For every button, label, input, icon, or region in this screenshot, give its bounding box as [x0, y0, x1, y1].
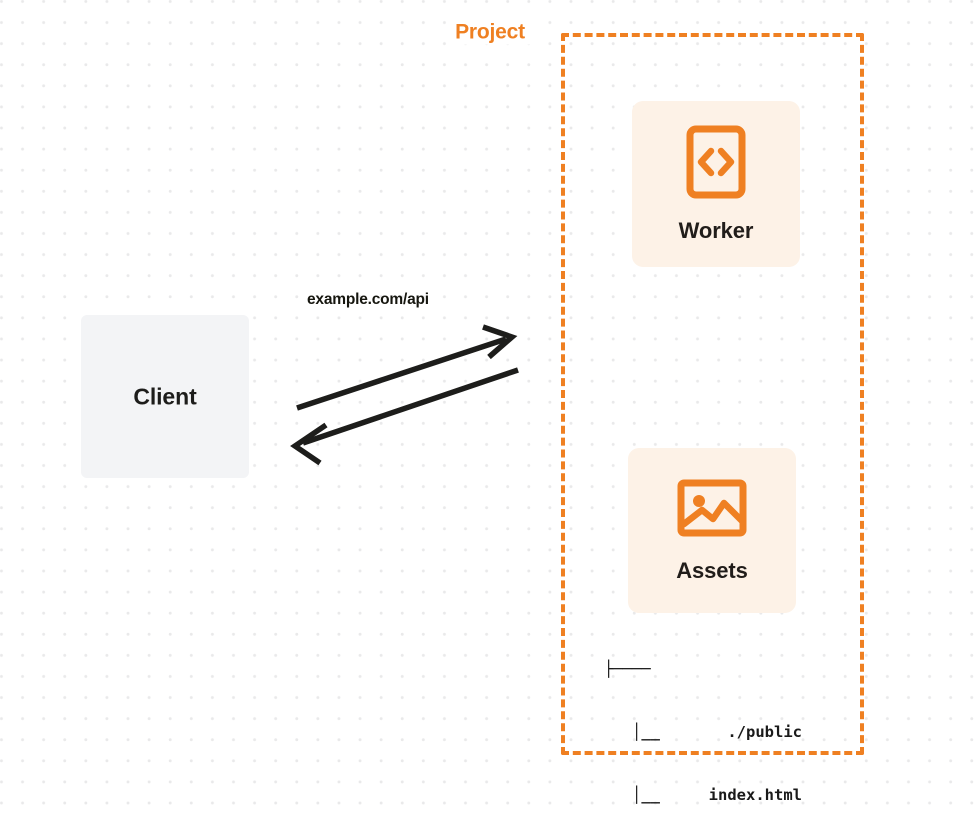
tree-branch-file-1: │__	[604, 723, 660, 741]
node-assets-label: Assets	[676, 558, 748, 583]
node-worker-label: Worker	[678, 217, 754, 243]
node-client[interactable]: Client	[81, 315, 249, 478]
tree-row-root: ├──── ./public	[604, 659, 804, 741]
tree-branch-root: ├────	[604, 660, 651, 678]
arrow-response	[290, 367, 519, 466]
image-icon	[677, 477, 747, 544]
edge-label-api: example.com/api	[307, 291, 429, 308]
code-brackets-icon	[686, 125, 746, 204]
project-container	[561, 33, 864, 755]
arrow-request	[296, 324, 518, 411]
node-worker[interactable]: Worker	[632, 101, 800, 267]
tree-row-file: │__ blog.html	[604, 785, 804, 806]
assets-file-tree: ├──── ./public │__ index.html │__ blog.h…	[604, 617, 804, 818]
tree-row-file: │__ index.html	[604, 722, 804, 804]
tree-root-label: ./public	[727, 723, 802, 741]
node-client-label: Client	[133, 383, 197, 409]
project-title: Project	[447, 20, 533, 45]
tree-branch-file-2: │__	[604, 786, 660, 804]
tree-file-label-1: index.html	[708, 786, 802, 804]
node-assets[interactable]: Assets	[628, 448, 796, 613]
